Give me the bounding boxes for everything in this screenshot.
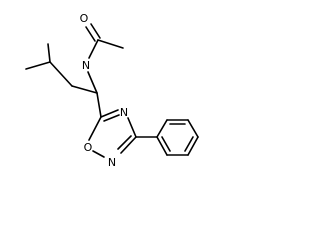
bond-ch-methyl-left	[25, 61, 51, 70]
bond-carbonyl-double-a	[90, 23, 101, 39]
bond-nitrogen-chiral-carbon	[87, 71, 98, 94]
bond-ph-inner-b	[184, 136, 194, 152]
bond-ph-inner-c	[161, 136, 171, 152]
bond-ch2-ch	[49, 61, 73, 87]
bond-carbonyl-double-b	[85, 26, 96, 42]
bond-chiral-ch2	[71, 85, 98, 94]
bond-n4-c3	[127, 117, 137, 138]
atom-nitrogen-amide: N	[82, 59, 90, 72]
atom-labels: O N O N N	[80, 12, 128, 169]
atom-nitrogen-ring-2: N	[108, 156, 116, 169]
bonds	[25, 23, 199, 158]
bond-c5-n4-double-a	[100, 109, 119, 118]
atom-oxygen-ring: O	[84, 141, 93, 154]
bond-chiral-oxadiazole	[96, 92, 102, 118]
bond-c3-n2-double-a	[120, 136, 137, 154]
molecule-structure: O N O N N	[25, 12, 199, 169]
bond-n2-o1	[92, 150, 105, 158]
bond-ph-3-4	[187, 119, 199, 138]
atom-oxygen-carbonyl: O	[80, 12, 89, 25]
atom-nitrogen-ring-4: N	[120, 106, 128, 119]
bond-carbonyl-nitrogen	[88, 39, 99, 59]
bond-ph-6-1	[156, 136, 168, 156]
bond-ph-1-2	[156, 119, 168, 138]
bond-c5-n4-double-b	[103, 114, 120, 122]
bond-ph-4-5	[187, 136, 199, 156]
bond-c3-n2-double-b	[117, 135, 132, 150]
bond-o1-c5	[88, 116, 102, 141]
bond-ch-methyl-up	[47, 43, 51, 63]
bond-methyl-carbonyl	[97, 39, 124, 49]
